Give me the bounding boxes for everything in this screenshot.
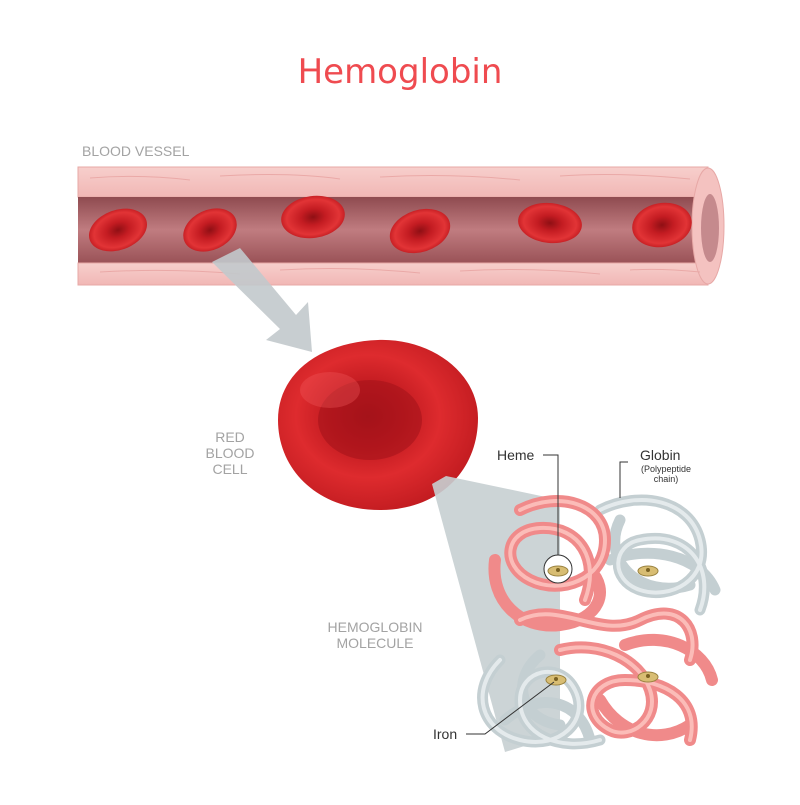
vessel-wall-bottom	[77, 262, 709, 286]
red-blood-cells-in-vessel	[88, 195, 692, 254]
callout-lines	[466, 454, 628, 735]
zoom-arrow-shape	[212, 248, 312, 352]
vessel-wall-texture	[89, 174, 701, 275]
iron-label: Iron	[433, 726, 458, 742]
heme-callout-line	[543, 454, 559, 555]
red-blood-cell-center	[318, 380, 422, 460]
hemoglobin-molecule	[477, 494, 721, 750]
globin-note-line: (Polypeptide	[640, 464, 692, 474]
heme-groups	[543, 554, 659, 686]
blood-vessel-label: BLOOD VESSEL	[82, 143, 190, 159]
hemoglobin-molecule-label-line: HEMOGLOBIN	[327, 619, 423, 635]
vessel-blood-cell	[518, 202, 582, 244]
globin-label: Globin	[640, 447, 681, 463]
blood-vessel	[77, 166, 725, 286]
iron-atom	[554, 677, 558, 681]
vessel-blood-cell	[389, 208, 451, 254]
vessel-blood-cell	[632, 202, 692, 248]
vessel-blood-cell	[88, 208, 148, 252]
red-blood-cell-label-line: RED	[215, 429, 245, 445]
red-blood-cell-label-line: CELL	[212, 461, 248, 477]
globin-note-line: chain)	[653, 474, 679, 484]
globin-callout-line	[619, 461, 628, 498]
page-title: Hemoglobin	[297, 52, 503, 92]
zoom-arrow	[212, 248, 312, 352]
globin-note: (Polypeptide chain)	[626, 464, 706, 484]
heme-label: Heme	[497, 447, 535, 463]
iron-atom	[646, 568, 650, 572]
globin-chains-grey-inner	[480, 498, 707, 746]
vessel-blood-cell	[281, 195, 345, 239]
globin-chains-pink-inner	[508, 499, 695, 742]
hemoglobin-molecule-label-line: MOLECULE	[336, 635, 414, 651]
enlarged-red-blood-cell	[278, 339, 478, 510]
vessel-wall-top	[77, 166, 709, 198]
red-blood-cell-label: RED BLOOD CELL	[195, 429, 265, 477]
iron-atom	[646, 674, 650, 678]
vessel-opening-inner	[701, 194, 719, 262]
iron-callout-line	[466, 681, 555, 735]
hemoglobin-molecule-label: HEMOGLOBIN MOLECULE	[310, 619, 440, 651]
iron-atom	[556, 568, 560, 572]
red-blood-cell-label-line: BLOOD	[205, 445, 255, 461]
vessel-blood-cell	[183, 208, 237, 252]
red-blood-cell-highlight	[300, 372, 360, 408]
